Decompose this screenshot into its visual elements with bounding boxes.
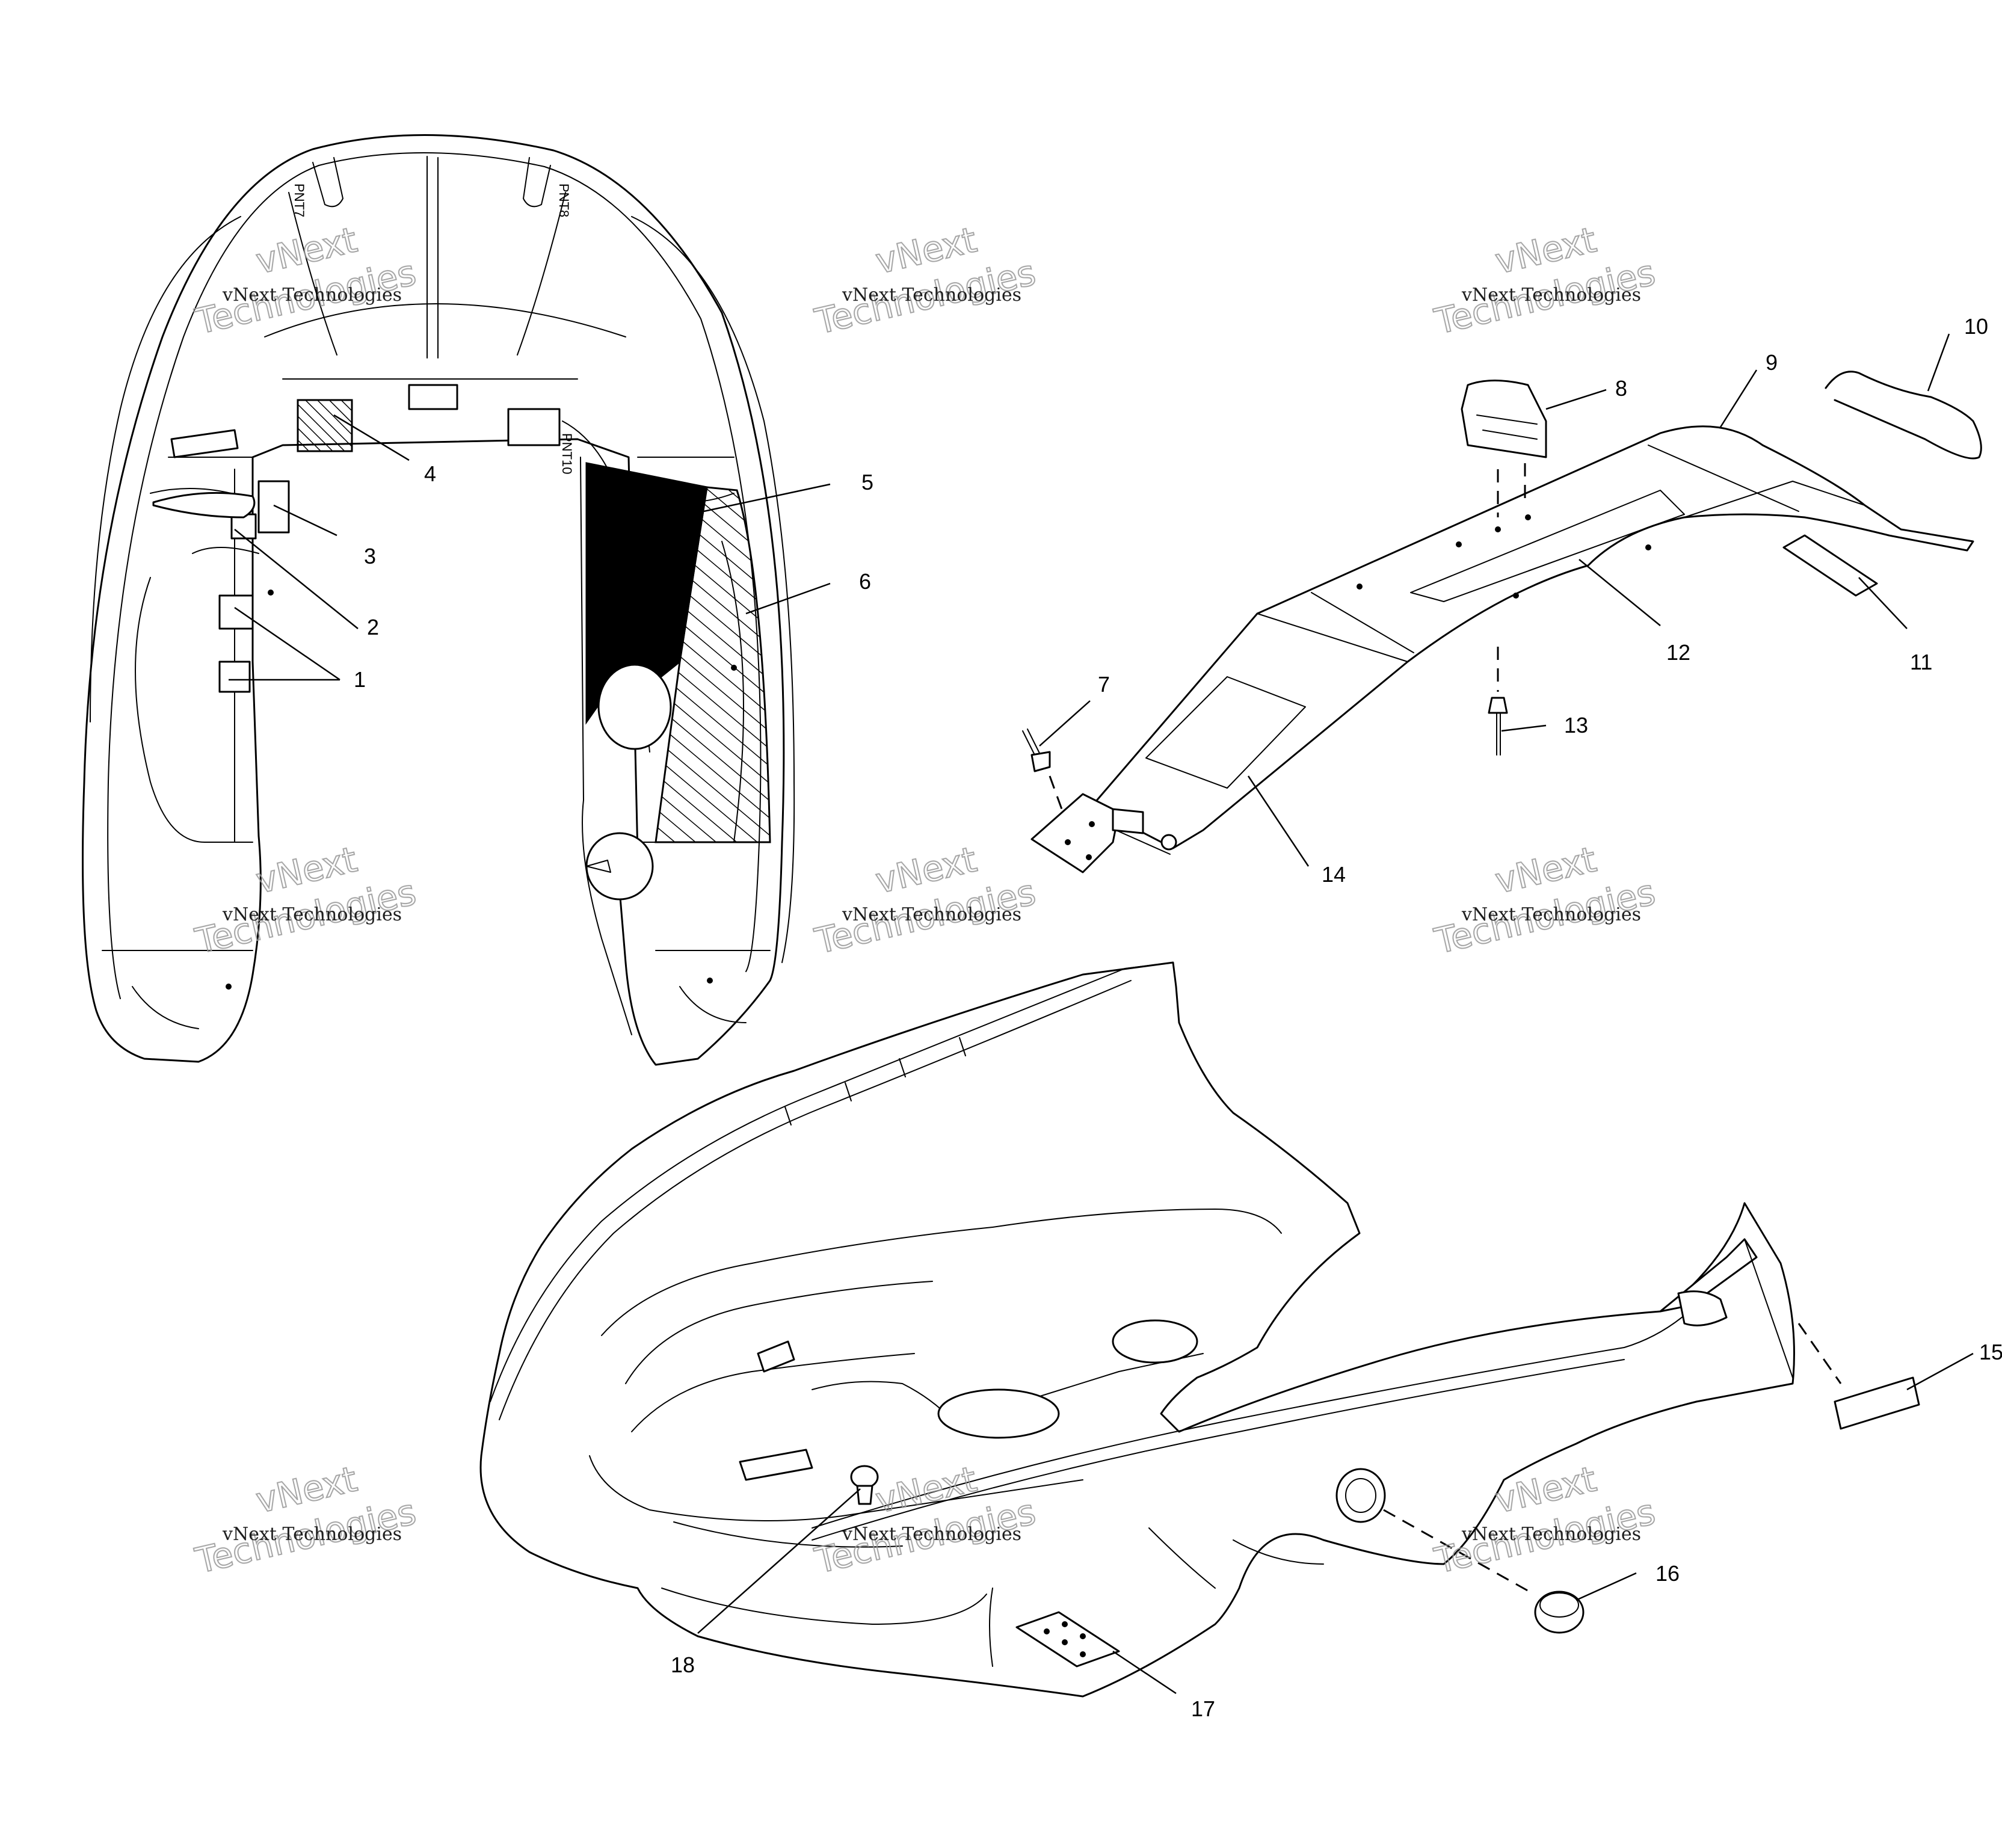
- callout-18: 18: [671, 1652, 695, 1677]
- callout-9: 9: [1766, 350, 1778, 375]
- plate-part-17: [1015, 1611, 1120, 1668]
- svg-text:vNext Technologies: vNext Technologies: [222, 904, 402, 925]
- svg-text:vNext Technologies: vNext Technologies: [842, 904, 1021, 925]
- callout-2: 2: [367, 615, 379, 639]
- svg-text:vNext Technologies: vNext Technologies: [222, 1524, 402, 1545]
- callout-14: 14: [1322, 862, 1346, 887]
- callout-1: 1: [354, 667, 366, 692]
- callout-6: 6: [859, 569, 871, 594]
- fastener-part-18: [850, 1465, 879, 1505]
- svg-text:vNext Technologies: vNext Technologies: [1461, 904, 1641, 925]
- callout-12: 12: [1666, 640, 1690, 665]
- svg-text:vNext Technologies: vNext Technologies: [842, 1524, 1021, 1545]
- svg-text:vNext Technologies: vNext Technologies: [222, 285, 402, 306]
- callout-labels: 1 2 3 4 5 6 7 8 9 10 11 12 13 14 15 16 1…: [354, 314, 2002, 1721]
- decal-part-15: [1834, 1376, 1920, 1430]
- leader-lines: [229, 333, 1974, 1695]
- hood-underside-view: PNT7 PNT8 PNT10: [82, 134, 795, 1066]
- watermark: vNext Technologies vNext Technologies: [1430, 838, 1659, 962]
- svg-text:vNext Technologies: vNext Technologies: [1461, 285, 1641, 306]
- watermark: vNext Technologies vNext Technologies: [810, 218, 1040, 343]
- callout-15: 15: [1979, 1340, 2002, 1364]
- callout-7: 7: [1098, 672, 1110, 697]
- callout-4: 4: [424, 461, 436, 486]
- callout-17: 17: [1191, 1696, 1215, 1721]
- callout-8: 8: [1615, 376, 1627, 401]
- molded-text-pnt7: PNT7: [292, 183, 307, 217]
- svg-text:vNext Technologies: vNext Technologies: [842, 285, 1021, 306]
- cable-part-10: [1825, 371, 1982, 460]
- hood-exterior-view: [479, 961, 1795, 1698]
- hood-hatched-panel: [654, 486, 771, 843]
- clip-part-8: [1461, 380, 1547, 458]
- plug-part-16: [1534, 1591, 1585, 1634]
- watermark: vNext Technologies vNext Technologies: [810, 838, 1040, 962]
- callout-11: 11: [1910, 650, 1932, 674]
- watermark: vNext Technologies vNext Technologies: [191, 1458, 420, 1582]
- callout-10: 10: [1964, 314, 1988, 339]
- callout-16: 16: [1656, 1561, 1680, 1586]
- callout-5: 5: [861, 470, 873, 494]
- molded-text-pnt10: PNT10: [559, 433, 574, 474]
- watermark: vNext Technologies vNext Technologies: [1430, 218, 1659, 343]
- hood-support-bracket-assembly: [1022, 371, 1982, 873]
- callout-3: 3: [364, 544, 376, 568]
- molded-text-pnt8: PNT8: [556, 183, 571, 217]
- svg-text:vNext Technologies: vNext Technologies: [1461, 1524, 1641, 1545]
- callout-13: 13: [1564, 713, 1588, 738]
